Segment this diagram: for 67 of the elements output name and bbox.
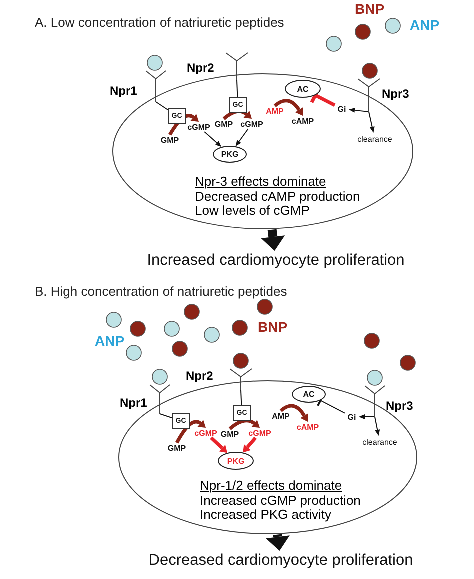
molecule-label: Gi xyxy=(345,411,359,423)
receptor-drawing xyxy=(357,78,381,112)
receptor-drawing xyxy=(149,384,171,414)
summary-text: Low levels of cGMP xyxy=(195,204,310,217)
connector-line xyxy=(160,414,172,418)
receptor-label: Npr2 xyxy=(187,62,214,74)
molecule-label: GMP xyxy=(218,429,242,439)
arrow xyxy=(374,416,380,436)
arrow xyxy=(359,414,376,420)
enzyme-oval: AC xyxy=(292,386,326,403)
molecule-label: GMP xyxy=(164,443,190,453)
enzyme-oval: AC xyxy=(285,80,321,98)
cell-membrane xyxy=(112,73,414,230)
summary-heading: Npr-1/2 effects dominate xyxy=(200,479,342,492)
arrow xyxy=(236,128,249,146)
molecule-label: cAMP xyxy=(294,422,322,432)
arrow xyxy=(368,112,375,133)
connector-line xyxy=(156,102,168,110)
curved-arrow xyxy=(274,99,304,116)
molecule-label: AMP xyxy=(262,106,288,116)
panel-heading: BNP xyxy=(258,320,288,334)
molecule-label: Gi xyxy=(335,103,349,115)
curved-arrow xyxy=(280,404,308,422)
arrow xyxy=(349,108,370,113)
receptor-label: Npr3 xyxy=(382,88,410,100)
arrow xyxy=(261,229,286,251)
enzyme-oval: PKG xyxy=(218,452,254,470)
arrow xyxy=(204,132,222,148)
molecule-label: cAMP xyxy=(289,116,317,126)
curved-arrow xyxy=(228,419,260,430)
receptor-label: Npr1 xyxy=(110,85,138,97)
outcome-text: Decreased cardiomyocyte proliferation xyxy=(146,551,416,571)
peptide-label: ANP xyxy=(95,334,125,348)
peptide-label: B. High concentration of natriuretic peptides xyxy=(35,285,288,298)
panel-heading: A. Low concentration of natriuretic peptides xyxy=(35,16,284,29)
connector-line xyxy=(240,390,242,406)
curved-arrow xyxy=(222,110,252,120)
summary-text: Increased PKG activity xyxy=(200,508,332,521)
summary-text: Increased cGMP production xyxy=(200,494,361,507)
molecule-label: cGMP xyxy=(246,428,274,438)
outcome-text: Increased cardiomyocyte proliferation xyxy=(148,251,404,271)
receptor-drawing xyxy=(229,368,253,390)
curved-arrow xyxy=(168,114,200,136)
receptor-drawing xyxy=(364,385,386,417)
receptor-label: Npr2 xyxy=(186,370,214,382)
molecule-label: AMP xyxy=(268,411,294,421)
molecule-label: cGMP xyxy=(192,428,220,438)
summary-heading: Npr-3 effects dominate xyxy=(195,175,326,188)
molecule-label: cGMP xyxy=(185,122,213,132)
receptor-label: Npr1 xyxy=(120,397,148,409)
arrow xyxy=(266,534,290,551)
molecule-label: GMP xyxy=(212,119,236,129)
curved-arrow xyxy=(175,420,206,444)
pathway-label: clearance xyxy=(352,133,398,145)
receptor-drawing xyxy=(225,52,249,80)
peptide-label: ANP xyxy=(410,18,440,32)
receptor-drawing xyxy=(145,70,167,102)
connector-line xyxy=(236,80,238,98)
peptide-label: BNP xyxy=(355,2,385,16)
molecule-label: cGMP xyxy=(238,119,266,129)
arrow xyxy=(243,436,258,453)
pathway-label: clearance xyxy=(357,436,403,448)
receptor-label: Npr3 xyxy=(386,400,414,412)
summary-text: Decreased cAMP production xyxy=(195,190,360,203)
enzyme-oval: PKG xyxy=(213,146,247,163)
arrow xyxy=(210,436,228,454)
molecule-label: GMP xyxy=(158,135,182,145)
